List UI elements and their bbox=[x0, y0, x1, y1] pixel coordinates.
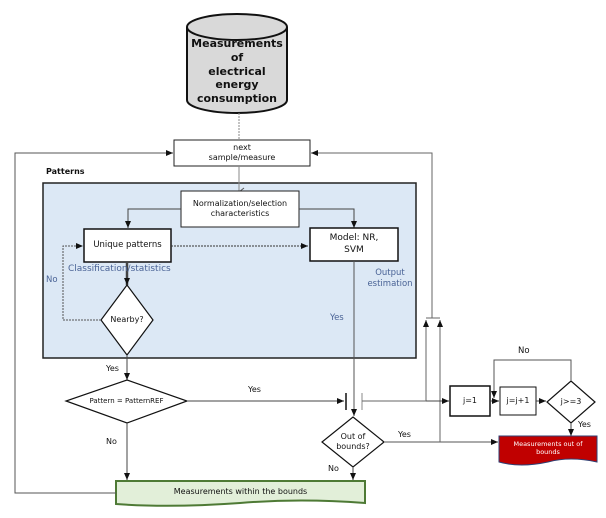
normalization-label: Normalization/selection characteristics bbox=[181, 191, 299, 227]
edge-label-yes-model: Yes bbox=[330, 313, 344, 323]
next-sample-line1: next bbox=[233, 143, 251, 152]
patterns-group-title: Patterns bbox=[46, 167, 85, 176]
out-of-bounds-result-label: Measurements out of bounds bbox=[499, 436, 597, 460]
out-of-bounds-line2: bounds? bbox=[336, 442, 370, 451]
normalization-line2: characteristics bbox=[210, 209, 270, 218]
j-check-label: j>=3 bbox=[560, 397, 582, 406]
classification-label: Classification/statistics bbox=[68, 264, 171, 274]
pattern-ref-label: Pattern = PatternREF bbox=[89, 396, 164, 405]
edge-label-no-j: No bbox=[518, 346, 530, 356]
output-estimation-line1: Output bbox=[375, 268, 405, 278]
within-bounds-result-shape[interactable] bbox=[115, 480, 366, 507]
output-estimation-label: Output estimation bbox=[360, 268, 420, 289]
edge-label-no-pattern: No bbox=[106, 437, 117, 446]
unique-patterns-box[interactable] bbox=[83, 228, 172, 263]
database-label-line1: Measurements of bbox=[191, 37, 283, 64]
edge-label-yes-j: Yes bbox=[578, 420, 591, 429]
next-sample-label: next sample/measure bbox=[174, 140, 310, 166]
next-sample-box[interactable] bbox=[173, 139, 311, 167]
normalization-line1: Normalization/selection bbox=[192, 199, 288, 208]
out-of-bounds-result-line1: Measurements out of bbox=[513, 439, 583, 448]
out-of-bounds-result-shape[interactable] bbox=[498, 435, 598, 466]
model-box[interactable] bbox=[309, 227, 399, 262]
edge-loop-back-next bbox=[311, 150, 433, 318]
within-bounds-result-label: Measurements within the bounds bbox=[173, 487, 308, 496]
model-label: Model: NR, SVM bbox=[310, 228, 398, 261]
unique-patterns-label: Unique patterns bbox=[93, 240, 162, 251]
model-line2: SVM bbox=[344, 244, 364, 255]
edge-label-no-nearby: No bbox=[46, 275, 58, 285]
out-of-bounds-line1: Out of bbox=[340, 431, 366, 441]
j-increment-box[interactable] bbox=[499, 386, 537, 416]
database-label-line2: electrical energy bbox=[208, 64, 266, 92]
edge-label-yes-nearby: Yes bbox=[106, 364, 119, 373]
edge-label-yes-out: Yes bbox=[398, 430, 411, 439]
next-sample-line2: sample/measure bbox=[208, 153, 276, 162]
out-of-bounds-label: Out of bounds? bbox=[322, 427, 384, 457]
edge-normalization-model bbox=[299, 208, 357, 228]
database-cylinder[interactable] bbox=[186, 13, 288, 114]
nearby-label: Nearby? bbox=[110, 315, 144, 324]
out-of-bounds-result-line2: bounds bbox=[536, 448, 560, 456]
edge-j-no bbox=[491, 359, 572, 398]
database-label: Measurements of electrical energy consum… bbox=[187, 37, 287, 105]
edge-label-no-out: No bbox=[328, 464, 339, 473]
edge-normalization-unique bbox=[125, 208, 181, 228]
normalization-box[interactable] bbox=[180, 190, 300, 228]
j-init-label: j=1 bbox=[462, 396, 477, 405]
model-line1: Model: NR, bbox=[329, 233, 379, 244]
edge-label-yes-pattern: Yes bbox=[248, 385, 261, 394]
output-estimation-line2: estimation bbox=[367, 278, 413, 289]
edge-nearby-no bbox=[62, 243, 101, 321]
j-increment-label: j=j+1 bbox=[506, 396, 530, 405]
edge-within-loop-back bbox=[14, 150, 173, 494]
database-label-line3: consumption bbox=[196, 92, 278, 106]
